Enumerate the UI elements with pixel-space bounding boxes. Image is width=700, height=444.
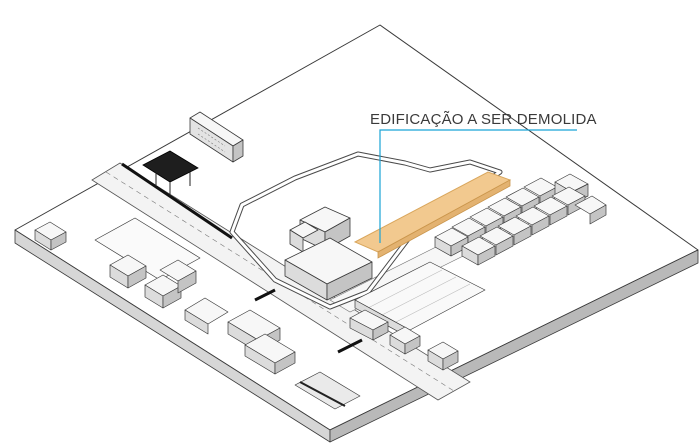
- solar-parking: [142, 150, 199, 196]
- small-buildings-bottom: [349, 309, 459, 371]
- housing-row: [434, 173, 607, 266]
- site-base-plate: [14, 24, 699, 443]
- callout-label: EDIFICAÇÃO A SER DEMOLIDA: [370, 111, 597, 128]
- road-edge-black: [121, 162, 233, 240]
- left-neighbourhood: [34, 217, 361, 410]
- lower-building-block: [284, 237, 373, 301]
- road-centerline: [105, 171, 455, 392]
- lot-wall-inner: [230, 152, 502, 309]
- demolish-building-side: [377, 179, 511, 259]
- callout-leader-line: [379, 129, 577, 243]
- solar-panel: [142, 150, 199, 183]
- building-to-demolish: [353, 171, 512, 259]
- crosswalk: [254, 288, 276, 302]
- demolition-callout: EDIFICAÇÃO A SER DEMOLIDA: [370, 111, 597, 243]
- base-plate-right-side: [329, 249, 699, 443]
- sign-block: [189, 111, 244, 163]
- lot-boundary: [229, 151, 503, 310]
- crosswalk: [337, 338, 363, 354]
